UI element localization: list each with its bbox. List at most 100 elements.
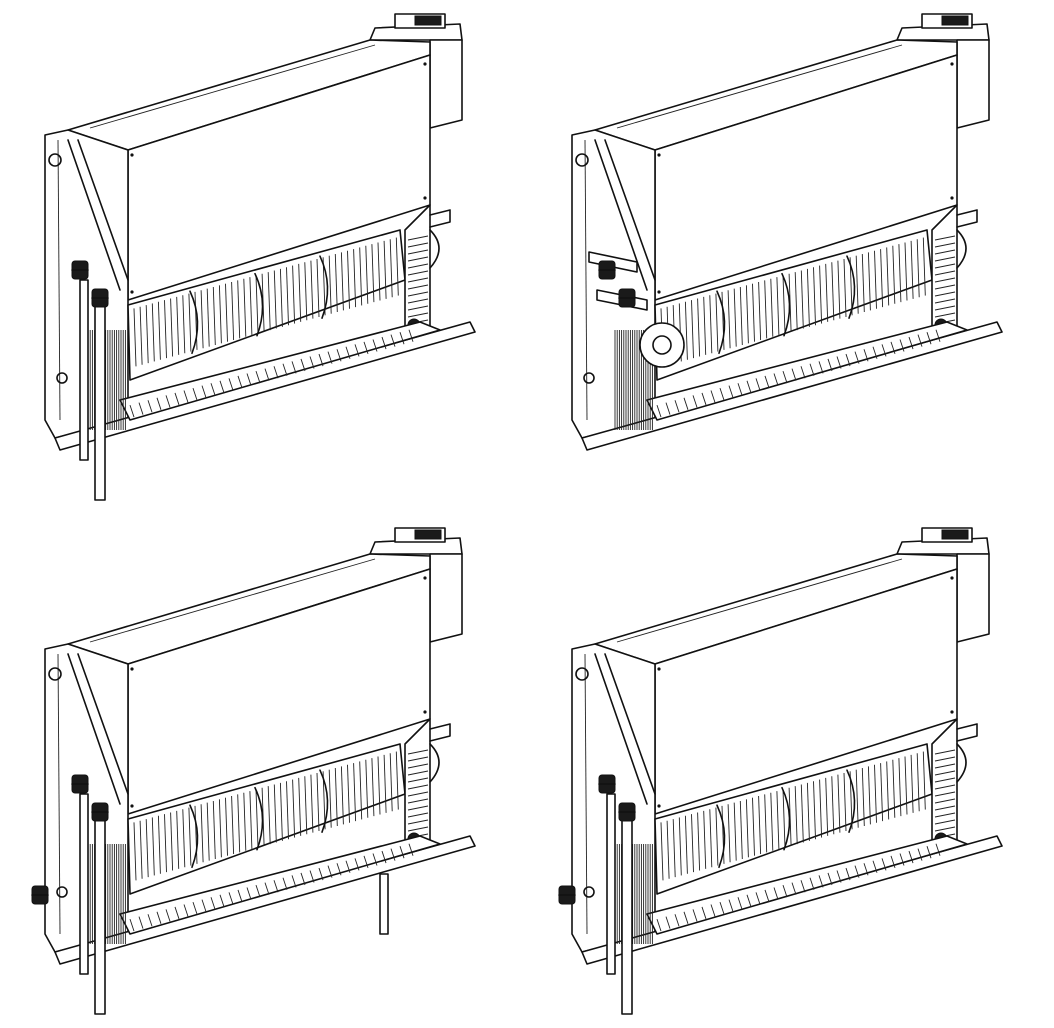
- grille-bar: [390, 334, 396, 347]
- grille-bar: [890, 341, 896, 355]
- grille-fin: [934, 284, 956, 290]
- fan-blade: [843, 772, 847, 831]
- grille-bar: [665, 916, 671, 929]
- control-box-side: [429, 39, 463, 129]
- fan-blade: [286, 267, 289, 326]
- stub-pipe: [429, 209, 451, 228]
- bottom-grille: [646, 321, 968, 421]
- fan-blade: [267, 786, 271, 845]
- fan-blade: [709, 809, 713, 868]
- grille-bar: [755, 892, 761, 905]
- grille-bar: [926, 846, 932, 859]
- grille-bar: [237, 375, 243, 389]
- grille-fin: [407, 235, 429, 241]
- fan-blade: [727, 290, 731, 349]
- fan-blade: [745, 285, 749, 344]
- panel-screw: [657, 804, 661, 808]
- fan-blade: [898, 758, 902, 817]
- grille-fin: [934, 819, 956, 825]
- supply-pipe: [94, 813, 106, 1015]
- grille-bar: [138, 916, 144, 929]
- grille-bar: [192, 901, 198, 915]
- grille-fin: [407, 291, 429, 297]
- grille-bar: [318, 867, 324, 881]
- grille-bar: [147, 400, 153, 413]
- strut: [67, 139, 121, 291]
- panel-screw: [950, 62, 954, 66]
- fan-blade: [697, 812, 701, 871]
- fan-blade: [133, 308, 137, 367]
- fan-blade: [739, 800, 743, 859]
- grille-bar: [345, 346, 351, 359]
- fan-blade: [764, 280, 768, 339]
- grille-bar: [764, 889, 770, 903]
- grille-bar: [755, 378, 761, 391]
- grille-bar: [228, 892, 234, 905]
- fan-blade: [316, 258, 320, 317]
- fan-blade: [745, 799, 749, 858]
- fan-blade: [298, 263, 302, 322]
- fan-segment: [716, 290, 726, 355]
- fan-coil-view-2: [527, 0, 1054, 514]
- motor-cap: [429, 229, 440, 269]
- fan-segment: [189, 290, 199, 355]
- grille-bar: [363, 341, 369, 355]
- grille-bar: [791, 882, 797, 895]
- fan-blade: [874, 250, 877, 309]
- strut-edge: [77, 139, 129, 281]
- fan-blade: [703, 810, 707, 869]
- panel-screw: [657, 667, 661, 671]
- fan-blade: [395, 751, 399, 810]
- fan-blade: [764, 794, 768, 853]
- grille-bar: [899, 339, 905, 352]
- grille-bar: [746, 380, 752, 393]
- fan-blade: [794, 272, 798, 331]
- fan-blade: [304, 262, 308, 321]
- grille-bar: [282, 877, 288, 890]
- fan-blade: [825, 263, 829, 322]
- fan-blade: [758, 796, 762, 855]
- grille-bar: [210, 383, 216, 396]
- fan-blade: [660, 822, 664, 881]
- stub-pipe: [956, 209, 978, 228]
- fan-blade: [389, 753, 393, 812]
- grille-bar: [399, 332, 405, 345]
- fan-blade: [855, 769, 859, 828]
- fan-blade: [286, 781, 289, 840]
- grille-fin: [407, 791, 429, 797]
- fan-blade: [806, 268, 810, 327]
- fan-coil-view-1: [0, 0, 527, 514]
- grille-fin: [407, 805, 429, 811]
- grille-fin: [934, 812, 956, 818]
- fan-blade: [867, 252, 871, 311]
- bottom-grille: [119, 835, 441, 935]
- grille-fin: [407, 749, 429, 755]
- fan-segment: [254, 786, 264, 851]
- fan-blade: [715, 807, 719, 866]
- grille-bar: [782, 884, 788, 898]
- casing-top-edge: [89, 558, 376, 643]
- fan-segment: [846, 769, 856, 833]
- side-plate: [571, 129, 656, 439]
- grille-bar: [782, 370, 788, 384]
- grille-bar: [408, 843, 414, 856]
- fan-blade: [151, 303, 155, 362]
- grille-bar: [156, 397, 162, 410]
- fan-blade: [304, 776, 308, 835]
- control-screen: [941, 15, 969, 26]
- grille-bar: [800, 366, 806, 379]
- grille-fin: [407, 777, 429, 783]
- grille-bar: [345, 860, 351, 873]
- grille-fin: [407, 242, 429, 248]
- grille-fin: [934, 298, 956, 304]
- grille-bar: [890, 855, 896, 869]
- fan-blade: [255, 789, 259, 848]
- grille-bar: [737, 383, 743, 396]
- return-pipe: [79, 793, 89, 975]
- grille-bar: [264, 368, 270, 381]
- grille-bar: [156, 911, 162, 924]
- grille-fin: [934, 749, 956, 755]
- grille-bar: [165, 909, 171, 922]
- fan-blade: [353, 763, 357, 822]
- fan-blade: [776, 277, 780, 336]
